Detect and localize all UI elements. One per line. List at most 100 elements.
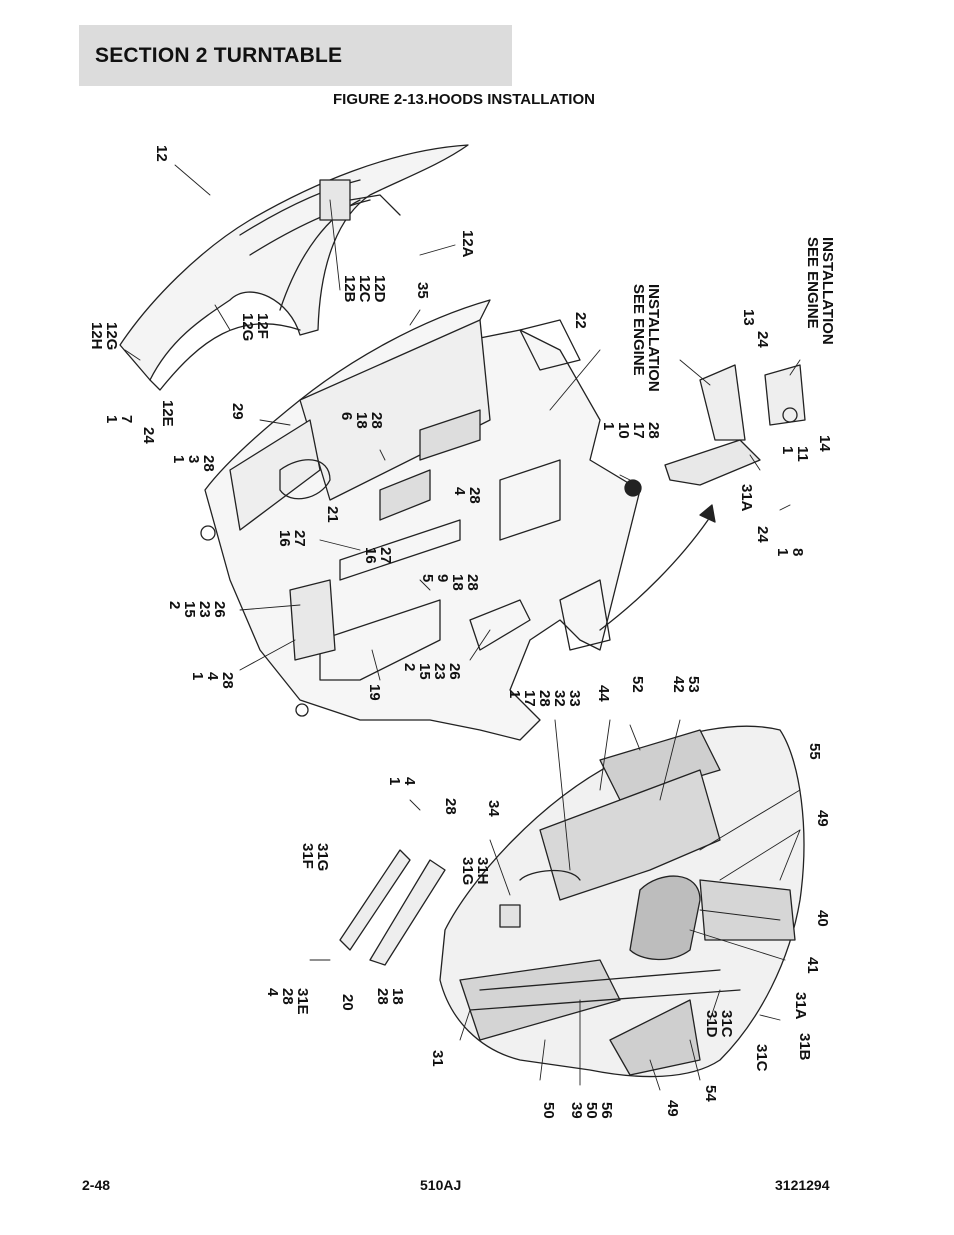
callout-line: 26 — [446, 663, 463, 680]
callout-31a: 31A — [792, 992, 809, 1020]
callout-line: 23 — [196, 601, 213, 618]
callout-line: INSTALLATION — [819, 237, 836, 345]
callout-line: 17 — [521, 690, 538, 707]
callout-line: 49 — [814, 810, 831, 827]
callout-line: 10 — [615, 422, 632, 439]
callout-line: 26 — [211, 601, 228, 618]
bracket-illustration — [339, 849, 446, 966]
callout-line: 12F — [254, 313, 271, 339]
callout-line: 35 — [414, 282, 431, 299]
callout-31c: 31C — [753, 1044, 770, 1072]
callout-52: 52 — [629, 676, 646, 693]
callout-line: 17 — [630, 422, 647, 439]
turntable-frame-illustration — [200, 299, 641, 741]
callout-12h: 12H12G — [88, 322, 120, 350]
model-name: 510AJ — [420, 1177, 462, 1193]
callout-line: 31A — [792, 992, 809, 1020]
callout-line: 18 — [449, 574, 466, 591]
callout-line: SEE ENGINE — [804, 237, 821, 329]
callout-line: 28 — [279, 988, 296, 1005]
callout-49b: 49 — [664, 1100, 681, 1117]
callout-4-28b: 42831E — [264, 988, 311, 1015]
callout-line: 12D — [371, 275, 388, 303]
callout-line: 12G — [103, 322, 120, 350]
callout-line: 1 — [103, 415, 120, 423]
callout-line: 28 — [368, 412, 385, 429]
callout-line: 27 — [377, 547, 394, 564]
callout-line: 14 — [816, 435, 833, 452]
callout-line: 28 — [464, 574, 481, 591]
callout-line: 19 — [366, 684, 383, 701]
callout-line: 28 — [645, 422, 662, 439]
callout-13: 13 — [740, 309, 757, 326]
callout-35: 35 — [414, 282, 431, 299]
callout-line: 31F — [299, 843, 316, 869]
callout-34: 34 — [485, 800, 502, 817]
callout-line: 1 — [170, 455, 187, 463]
callout-line: 50 — [583, 1102, 600, 1119]
callout-54: 54 — [702, 1085, 719, 1102]
callout-line: 12A — [459, 230, 476, 258]
callout-2-15b: 2152326 — [401, 663, 463, 680]
callout-line: 4 — [264, 988, 281, 997]
callout-1-4: 14 — [386, 777, 418, 786]
callout-line: 12G — [239, 313, 256, 341]
callout-line: 18 — [353, 412, 370, 429]
callout-line: 55 — [806, 743, 823, 760]
callout-line: 31C — [753, 1044, 770, 1072]
callout-line: 27 — [291, 530, 308, 547]
callout-41: 41 — [804, 957, 821, 974]
callout-line: 4 — [204, 672, 221, 681]
callout-line: 34 — [485, 800, 502, 817]
callout-line: 15 — [181, 601, 198, 618]
callout-line: 50 — [540, 1102, 557, 1119]
callout-line: 22 — [572, 312, 589, 329]
latch-assembly-illustration — [599, 364, 806, 631]
callout-31g: 31G31H — [459, 857, 491, 885]
callout-24a: 24 — [140, 427, 157, 444]
callout-line: 42 — [670, 676, 687, 693]
callout-22: 22 — [572, 312, 589, 329]
callout-29: 29 — [229, 403, 246, 420]
callout-line: 24 — [754, 331, 771, 348]
callout-55: 55 — [806, 743, 823, 760]
callout-line: 52 — [629, 676, 646, 693]
callout-19: 19 — [366, 684, 383, 701]
callout-line: 2 — [166, 601, 183, 609]
callout-line: 5 — [419, 574, 436, 582]
callout-16a: 1627 — [276, 530, 308, 547]
callout-line: SEE ENGINE — [630, 284, 647, 376]
callout-5-9: 591828 — [419, 574, 481, 591]
callout-2-15: 2152326 — [166, 601, 228, 618]
callout-line: INSTALLATION — [645, 284, 662, 392]
callout-line: 12C — [356, 275, 373, 303]
callout-line: 1 — [189, 672, 206, 680]
callout-line: 40 — [814, 910, 831, 927]
callout-12g: 12G12F — [239, 313, 271, 341]
engine-hood-illustration — [439, 725, 805, 1078]
callout-line: 31G — [314, 843, 331, 871]
callout-21: 21 — [324, 506, 341, 523]
callout-4-28: 428 — [451, 487, 483, 504]
callout-28a: 28 — [442, 798, 459, 815]
callout-line: 6 — [338, 412, 355, 420]
callout-31: 31 — [429, 1050, 446, 1067]
callout-line: 33 — [566, 690, 583, 707]
callout-31f: 31F31G — [299, 843, 331, 871]
manual-number: 3121294 — [775, 1177, 830, 1193]
callout-line: 28 — [200, 455, 217, 472]
callout-24b: 24 — [754, 331, 771, 348]
callout-1-11: 111 — [779, 446, 811, 462]
callout-line: 49 — [664, 1100, 681, 1117]
leader-lines — [124, 164, 801, 1091]
callout-12a: 12A — [459, 230, 476, 258]
callout-line: 16 — [276, 530, 293, 547]
callout-31d: 31D31C — [703, 1010, 735, 1038]
callout-line: 13 — [740, 309, 757, 326]
callout-see1: SEE ENGINEINSTALLATION — [630, 284, 662, 392]
callout-line: 8 — [789, 548, 806, 556]
callout-line: 21 — [324, 506, 341, 523]
callout-31b: 31B — [796, 1033, 813, 1061]
callout-line: 1 — [600, 422, 617, 430]
callout-line: 1 — [386, 777, 403, 785]
